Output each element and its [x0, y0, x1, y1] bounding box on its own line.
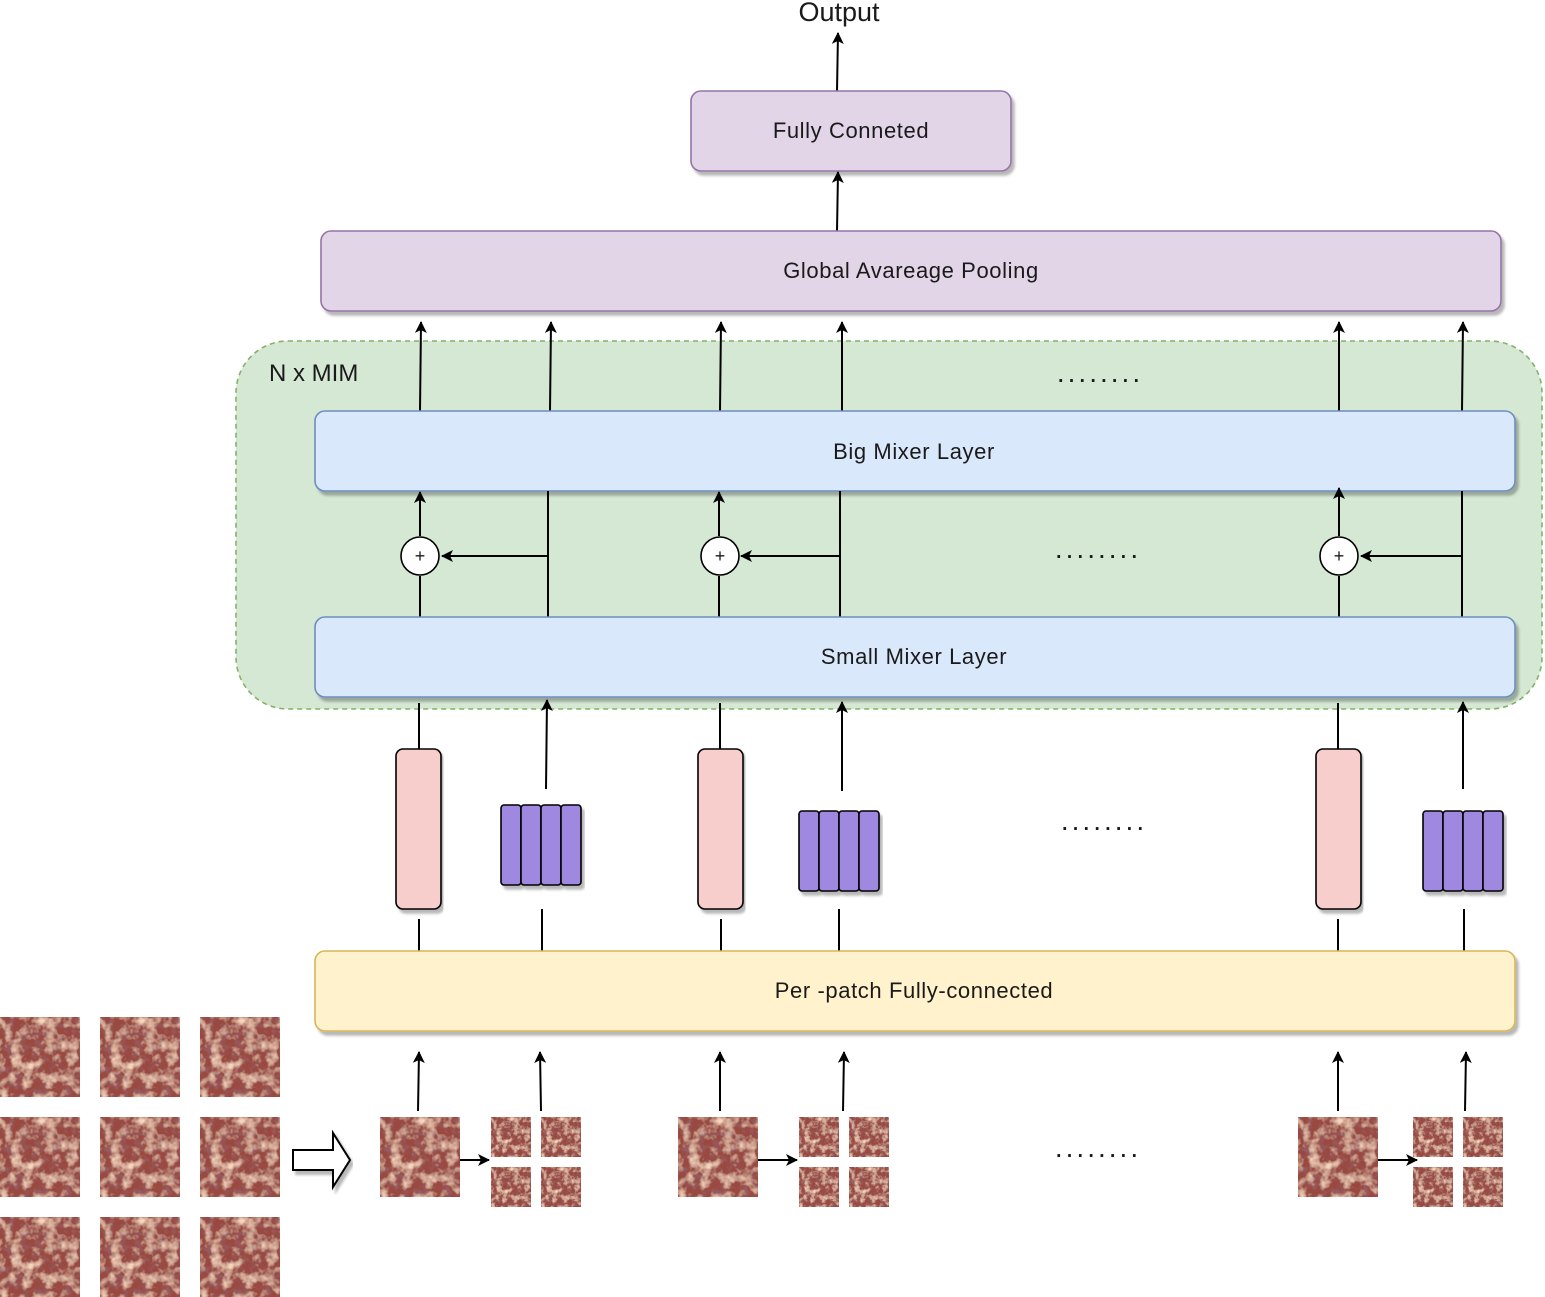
fully-connected-block: Fully Conneted: [690, 90, 1012, 172]
global-average-pooling-label: Global Avareage Pooling: [783, 258, 1039, 283]
ellipsis-patches: ........: [1055, 1132, 1141, 1163]
small-mixer-layer-block: Small Mixer Layer: [314, 616, 1516, 698]
patch-group-2: [678, 1117, 889, 1207]
residual-connections: [414, 487, 1463, 617]
plus-node-1: +: [400, 536, 440, 576]
plus-symbol: +: [715, 546, 726, 566]
plus-node-2: +: [700, 536, 740, 576]
plus-node-3: +: [1319, 536, 1359, 576]
nmim-label: N x MIM: [269, 360, 358, 387]
lines-per-patch-to-tokens: [418, 909, 1465, 951]
patch-group-1: [380, 1117, 581, 1207]
output-label: Output: [798, 0, 880, 27]
arrow-gap-to-fc: [831, 171, 844, 232]
subpatch-token-group-1: [500, 804, 582, 886]
patch-group-3: [1298, 1117, 1503, 1207]
ellipsis-middle: ........: [1055, 533, 1141, 564]
patch-token-2: [697, 748, 744, 910]
patch-token-3: [1315, 748, 1362, 910]
small-mixer-layer-label: Small Mixer Layer: [821, 644, 1007, 669]
arrows-patches-to-per-patch: [412, 1051, 1472, 1112]
subpatch-token-group-2: [798, 810, 880, 892]
big-mixer-layer-label: Big Mixer Layer: [833, 439, 995, 464]
arrows-big-mixer-to-gap: [414, 321, 1469, 412]
hollow-right-arrow-icon: [292, 1129, 352, 1191]
subpatch-token-group-3: [1422, 810, 1504, 892]
plus-symbol: +: [1334, 546, 1345, 566]
input-image-patch-grid: [0, 1017, 280, 1297]
arrows-tokens-to-small-mixer: [418, 699, 1469, 791]
fully-connected-label: Fully Conneted: [773, 118, 929, 143]
patch-token-1: [395, 748, 442, 910]
plus-symbol: +: [415, 546, 426, 566]
arrow-fc-to-output: [831, 32, 844, 92]
ellipsis-top: ........: [1057, 357, 1143, 388]
big-mixer-layer-block: Big Mixer Layer: [314, 410, 1516, 492]
per-patch-fully-connected-block: Per -patch Fully-connected: [314, 950, 1516, 1032]
ellipsis-tokens: ........: [1061, 805, 1147, 836]
global-average-pooling-block: Global Avareage Pooling: [320, 230, 1502, 312]
per-patch-fully-connected-label: Per -patch Fully-connected: [775, 978, 1054, 1003]
